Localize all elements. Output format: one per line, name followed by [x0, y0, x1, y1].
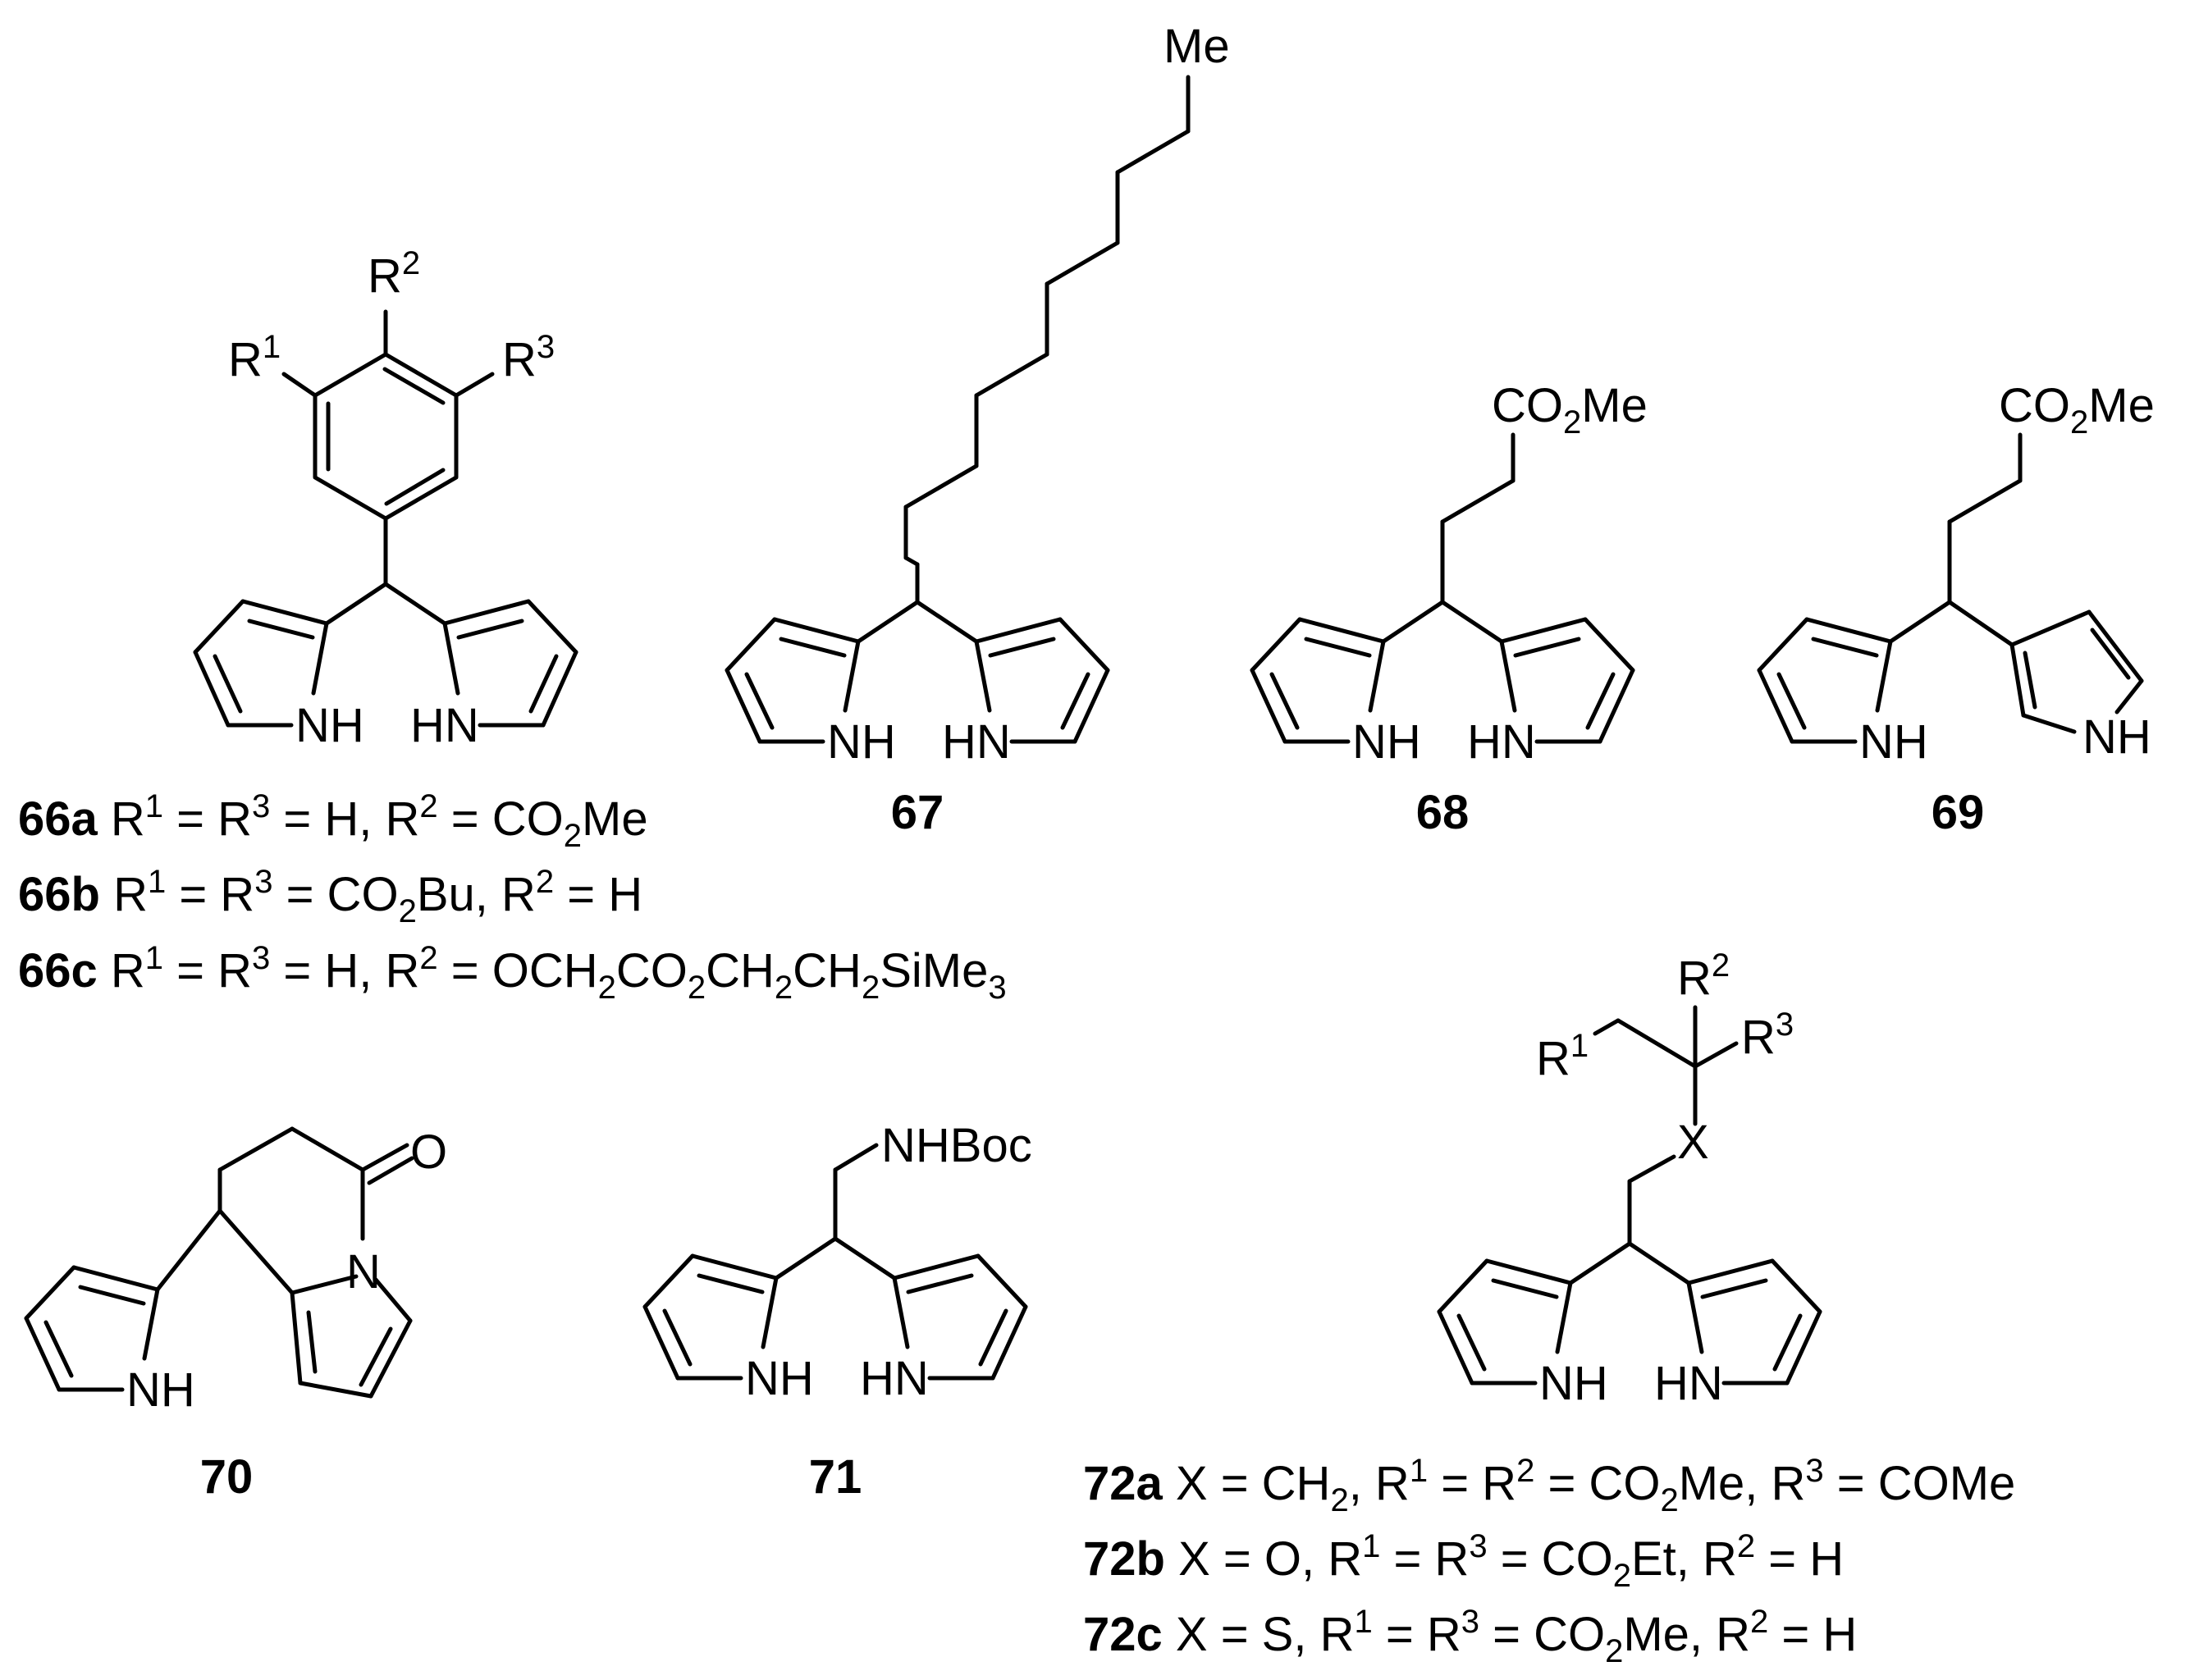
compound-68-hn-label: HN [1467, 715, 1536, 769]
compound-number: 66a [18, 792, 111, 846]
compound-70-oxygen-label: O [410, 1125, 447, 1179]
compound-69-nh-right-label: NH [2082, 710, 2151, 764]
compound-72-x-label: X [1677, 1116, 1709, 1169]
compound-69-nh-left-label: NH [1859, 715, 1928, 769]
compound-69-co2me-label: CO2Me [1999, 379, 2155, 441]
compound-70-nh-label: NH [126, 1363, 195, 1417]
compound-number: 66b [18, 868, 113, 921]
compound-72-hn-label: HN [1654, 1357, 1723, 1410]
compound-68-number: 68 [1416, 786, 1470, 839]
compound-66-bonds [193, 309, 578, 728]
compound-70-bonds [24, 1126, 414, 1399]
compound-number: 72c [1083, 1608, 1176, 1661]
compound-72-r1-label: R1 [1536, 1028, 1589, 1085]
compound-66b-caption: 66b R1 = R3 = CO2Bu, R2 = H [18, 864, 642, 929]
compound-number: 72b [1083, 1532, 1178, 1586]
compound-72b-caption: 72b X = O, R1 = R3 = CO2Et, R2 = H [1083, 1528, 1844, 1594]
compound-72a-caption: 72a X = CH2, R1 = R2 = CO2Me, R3 = COMe [1083, 1453, 2015, 1518]
compound-66c-caption: 66c R1 = R3 = H, R2 = OCH2CO2CH2CH2SiMe3 [18, 940, 1007, 1006]
compound-71-structure: NHBoc NH HN 71 [642, 1119, 1032, 1504]
compound-72-variants: 72a X = CH2, R1 = R2 = CO2Me, R3 = COMe … [1083, 1453, 2015, 1669]
compound-70-nitrogen-label: N [346, 1245, 381, 1299]
compound-72-structure: R2 R1 R3 X NH HN [1437, 947, 1822, 1410]
compound-72c-caption: 72c X = S, R1 = R3 = CO2Me, R2 = H [1083, 1604, 1857, 1669]
compound-72-nh-label: NH [1539, 1357, 1608, 1410]
compound-71-nhboc-label: NHBoc [881, 1119, 1032, 1172]
compound-70-structure: O N NH 70 [24, 1125, 447, 1504]
compound-66-structure: R2 R1 R3 NH HN [193, 245, 578, 752]
compound-66a-caption: 66a R1 = R3 = H, R2 = CO2Me [18, 788, 648, 854]
compound-68-structure: CO2Me NH HN 68 [1250, 379, 1648, 839]
compound-number: 66c [18, 944, 111, 998]
compound-72-r3-label: R3 [1741, 1007, 1794, 1064]
compound-69-bonds [1757, 432, 2144, 744]
compound-66-r2-label: R2 [368, 245, 420, 303]
compound-66-r1-label: R1 [228, 329, 281, 386]
compound-67-number: 67 [891, 786, 944, 839]
compound-67-me-label: Me [1164, 20, 1230, 73]
compound-69-number: 69 [1932, 786, 1985, 839]
compound-67-bonds [725, 75, 1191, 744]
compound-66-variants: 66a R1 = R3 = H, R2 = CO2Me 66b R1 = R3 … [18, 788, 1007, 1006]
compound-66-r3-label: R3 [502, 329, 555, 386]
compound-71-hn-label: HN [860, 1352, 929, 1405]
compound-68-co2me-label: CO2Me [1492, 379, 1648, 441]
compound-67-nh-label: NH [827, 715, 896, 769]
compound-72-r2-label: R2 [1677, 947, 1730, 1005]
compound-69-structure: CO2Me NH NH 69 [1757, 379, 2155, 839]
compound-70-number: 70 [200, 1450, 254, 1504]
compound-71-number: 71 [809, 1450, 862, 1504]
compound-66-hn-label: HN [410, 699, 479, 752]
compound-68-nh-label: NH [1352, 715, 1421, 769]
compound-68-bonds [1250, 432, 1635, 744]
compound-71-bonds [642, 1143, 1028, 1381]
compound-number: 72a [1083, 1457, 1176, 1510]
compound-67-hn-label: HN [942, 715, 1011, 769]
compound-66-nh-label: NH [295, 699, 364, 752]
compound-72-bonds [1437, 1005, 1822, 1386]
compound-71-nh-label: NH [745, 1352, 814, 1405]
